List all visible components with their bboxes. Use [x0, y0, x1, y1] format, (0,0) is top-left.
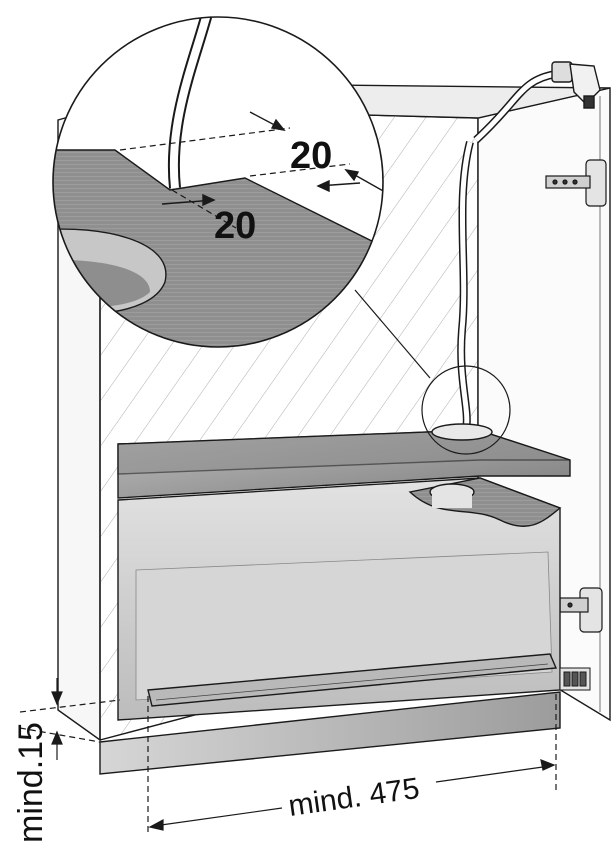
power-plug [551, 61, 601, 109]
shelf [117, 423, 571, 499]
dim-min-width: mind. 475 [286, 772, 421, 823]
power-cable [457, 70, 557, 431]
hinge-bottom [559, 587, 603, 633]
dim-min-height: mind.15 [12, 722, 50, 843]
dim-height-marker [19, 678, 121, 760]
dim-cable-gap-side: 20 [214, 205, 256, 247]
plinth [99, 691, 561, 775]
cable-hole [431, 423, 493, 441]
hinge-top [545, 159, 607, 207]
magnifier-detail: 20 20 [52, 16, 384, 348]
appliance-handle [147, 653, 558, 707]
detail-leader-line [354, 289, 431, 379]
dim-cable-gap-top: 20 [290, 135, 332, 177]
control-panel [559, 667, 591, 691]
appliance [117, 477, 562, 721]
dim-width-marker [147, 694, 557, 836]
detail-marker-circle [421, 365, 511, 455]
